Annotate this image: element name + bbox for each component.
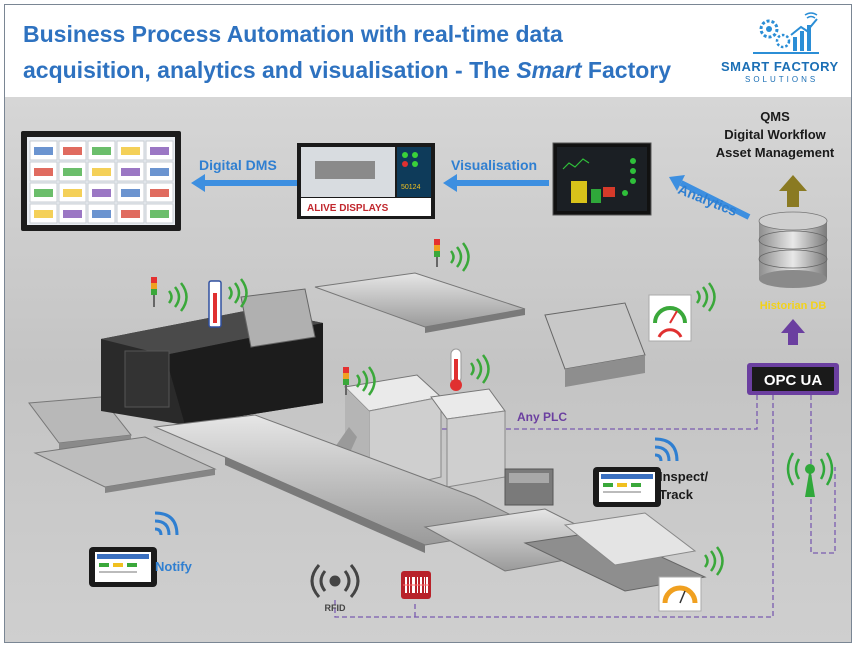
label-digital-dms: Digital DMS [199,157,277,173]
thermometer-icon [208,280,222,328]
dms-tile-chart [34,189,53,197]
wifi-icon [695,282,716,312]
dms-tile-chart [150,210,169,218]
dms-tile-chart [150,189,169,197]
dms-dashboard-screen [21,131,181,231]
wifi-icon [355,366,376,396]
gauge-icon [658,576,702,612]
inspect-tablet-screen [593,467,661,507]
label-qms: QMS [760,109,790,124]
wifi-icon [154,511,179,536]
dms-tile-chart [34,147,53,155]
arrow-to-alive-displays [443,174,549,192]
logo-icon [753,12,819,54]
label-historian-db: Historian DB [760,300,827,312]
title-smart: Smart [516,57,582,83]
wifi-icon [469,354,490,384]
historian-database-icon [758,211,828,288]
label-track: Track [659,487,694,502]
label-inspect: Inspect/ [659,469,709,484]
label-any-plc: Any PLC [517,410,567,424]
dms-tile-chart [150,147,169,155]
wifi-icon [703,546,724,576]
label-asset-management: Asset Management [716,145,835,160]
arrow-to-dms [191,174,297,192]
dms-tile-chart [121,210,140,218]
signal-tower-icon [343,367,349,395]
factory-scene: Digital DMS ALIVE DISPLAYS 50124 Visuali… [5,97,851,642]
dms-tile-chart [63,210,82,218]
signal-tower-icon [434,239,440,267]
dms-tile-chart [63,147,82,155]
logo-subtitle: SOLUTIONS [745,75,819,84]
opc-network-lines [334,395,836,618]
dms-tile-chart [34,210,53,218]
label-notify: Notify [155,559,193,574]
dms-tile-chart [63,189,82,197]
wifi-icon [449,242,470,272]
arrow-up-to-historian [781,319,805,345]
dms-tile-chart [34,168,53,176]
wireless-antenna-icon [786,452,834,497]
rfid-icon [310,564,360,598]
dms-tile-chart [121,189,140,197]
gauge-icon [648,294,692,342]
dms-tile-chart [121,168,140,176]
dms-tile-chart [150,168,169,176]
alive-displays-value: 50124 [401,184,421,191]
title-line-2: acquisition, analytics and visualisation… [23,57,671,84]
label-rfid: RFID [325,603,346,613]
title-factory: Factory [581,57,672,83]
wifi-icon [654,437,679,462]
wifi-icon [167,282,188,312]
dms-tile-chart [63,168,82,176]
slide-frame: Business Process Automation with real-ti… [4,4,852,643]
dms-tile-chart [92,147,111,155]
title-line-2-text: acquisition, analytics and visualisation… [23,57,517,83]
thermometer-icon [450,348,462,391]
wifi-icon [227,278,248,308]
arrow-up-to-qms [779,175,807,207]
dms-tile-chart [92,168,111,176]
arrow-analytics [669,175,751,220]
analytics-dashboard-screen [552,142,652,216]
dms-tile-chart [92,189,111,197]
dms-tile-chart [92,210,111,218]
alive-displays-brand: ALIVE DISPLAYS [307,203,389,214]
label-opc-ua: OPC UA [764,372,823,389]
label-digital-workflow: Digital Workflow [724,127,826,142]
signal-tower-icon [151,277,157,307]
title-line-1: Business Process Automation with real-ti… [23,21,563,47]
dms-tile-chart [121,147,140,155]
barcode-scanner-icon [401,571,431,599]
label-visualisation: Visualisation [451,157,537,173]
logo-name: SMART FACTORY [721,59,839,74]
factory-production-line [28,272,707,592]
header: Business Process Automation with real-ti… [5,5,851,97]
alive-displays-screen: ALIVE DISPLAYS 50124 [297,143,435,219]
opc-ua-badge [747,363,839,395]
notify-tablet-screen [89,547,157,587]
